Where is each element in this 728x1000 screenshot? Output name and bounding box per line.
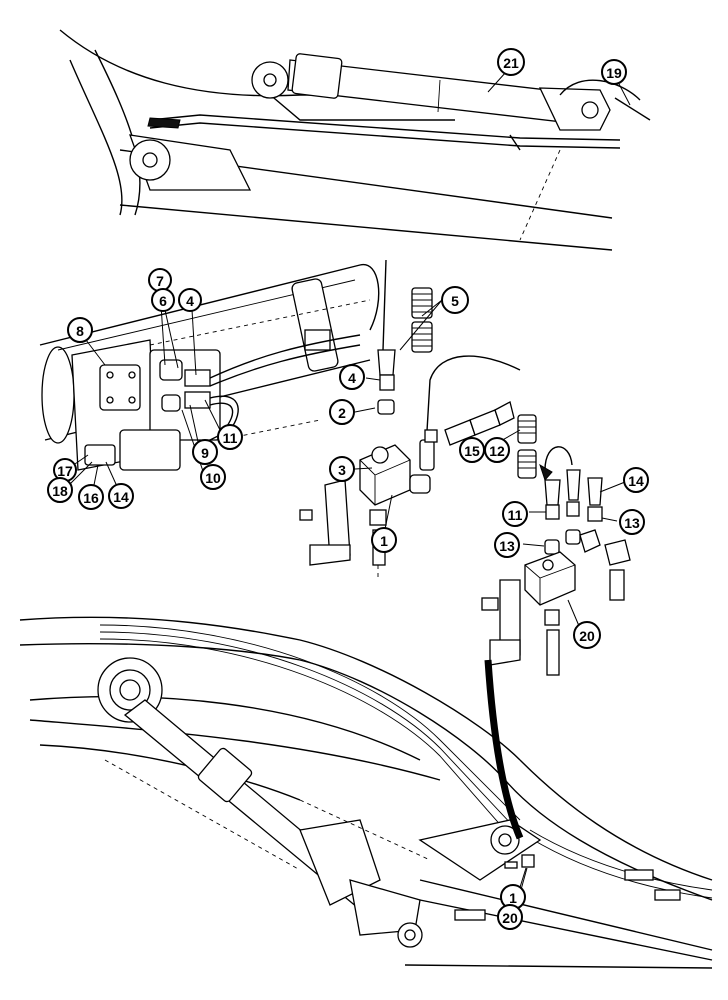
callout-14: 14 (108, 483, 134, 509)
callout-circle (217, 424, 243, 450)
callout-label: 20 (502, 910, 518, 926)
callout-label: 2 (338, 405, 346, 421)
callout-circle (151, 288, 175, 312)
callout-label: 13 (624, 515, 640, 531)
callout-circle (329, 399, 355, 425)
callout-6: 6 (151, 288, 175, 312)
callout-label: 5 (451, 293, 459, 309)
callout-circle (441, 286, 469, 314)
callout-16: 16 (78, 484, 104, 510)
callout-11: 11 (502, 501, 528, 527)
callout-14: 14 (623, 467, 649, 493)
callout-circle (108, 483, 134, 509)
callout-circle (67, 317, 93, 343)
callout-circle (497, 48, 525, 76)
callout-circle (339, 364, 365, 390)
callout-20: 20 (573, 621, 601, 649)
callout-circle (494, 532, 520, 558)
callout-circle (329, 456, 355, 482)
callout-2: 2 (329, 399, 355, 425)
callout-19: 19 (601, 59, 627, 85)
callout-label: 1 (509, 890, 517, 906)
callout-circle (178, 288, 202, 312)
bottom-boom-view (19, 616, 713, 969)
callout-label: 9 (201, 445, 209, 461)
callout-label: 18 (52, 483, 68, 499)
callout-circle (601, 59, 627, 85)
callout-circle (619, 509, 645, 535)
callout-circle (200, 464, 226, 490)
callout-label: 4 (348, 370, 356, 386)
callout-1: 1 (500, 884, 526, 910)
callout-12: 12 (484, 437, 510, 463)
callout-11: 11 (217, 424, 243, 450)
callout-20: 20 (497, 904, 523, 930)
callout-circle (47, 477, 73, 503)
callout-label: 12 (489, 443, 505, 459)
callout-label: 13 (499, 538, 515, 554)
callout-label: 11 (508, 507, 523, 523)
callout-label: 3 (338, 462, 346, 478)
callout-13: 13 (494, 532, 520, 558)
callout-21: 21 (497, 48, 525, 76)
callout-circle (371, 527, 397, 553)
callout-label: 6 (159, 293, 167, 309)
callout-1: 1 (371, 527, 397, 553)
callout-circle (484, 437, 510, 463)
callout-label: 21 (503, 55, 519, 71)
callout-label: 19 (606, 65, 622, 81)
callout-circle (502, 501, 528, 527)
callout-circle (192, 439, 218, 465)
callout-label: 14 (628, 473, 644, 489)
callout-circle (78, 484, 104, 510)
callout-4: 4 (339, 364, 365, 390)
callout-label: 7 (156, 273, 164, 289)
callout-label: 14 (113, 489, 129, 505)
callout-17: 17 (53, 458, 77, 482)
callout-13: 13 (619, 509, 645, 535)
callout-7: 7 (148, 268, 172, 292)
callout-circle (573, 621, 601, 649)
callout-label: 20 (579, 628, 595, 644)
top-boom-view (59, 29, 651, 251)
callout-4: 4 (178, 288, 202, 312)
callout-5: 5 (441, 286, 469, 314)
callout-15: 15 (459, 437, 485, 463)
callout-label: 11 (223, 430, 238, 446)
leader-lines (65, 71, 631, 916)
valve-assembly-view (39, 264, 380, 471)
callout-18: 18 (47, 477, 73, 503)
callout-circle (497, 904, 523, 930)
callout-10: 10 (200, 464, 226, 490)
callout-label: 10 (205, 470, 221, 486)
callout-9: 9 (192, 439, 218, 465)
callout-label: 15 (464, 443, 480, 459)
callout-3: 3 (329, 456, 355, 482)
callout-label: 8 (76, 323, 84, 339)
callout-circle (623, 467, 649, 493)
callout-label: 17 (57, 463, 73, 479)
callout-label: 16 (83, 490, 99, 506)
callout-8: 8 (67, 317, 93, 343)
callout-label: 1 (380, 533, 388, 549)
callout-label: 4 (186, 293, 194, 309)
